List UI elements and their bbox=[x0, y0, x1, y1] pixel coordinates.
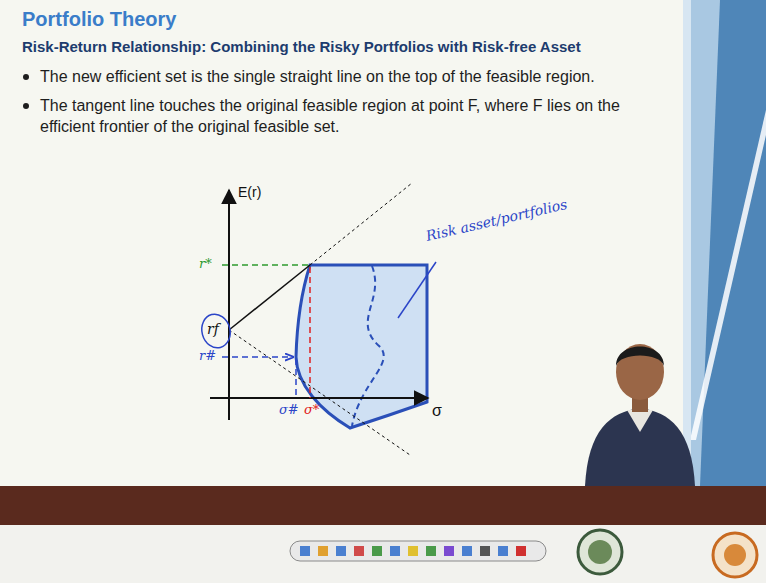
capital-allocation-line bbox=[229, 265, 310, 330]
r-hash-guide bbox=[222, 356, 293, 358]
bottom-bar bbox=[0, 486, 766, 525]
bullet-list: The new efficient set is the single stra… bbox=[22, 66, 677, 145]
bullet-dot bbox=[23, 74, 29, 80]
tool-icon bbox=[372, 546, 382, 556]
bullet-item: The tangent line touches the original fe… bbox=[22, 95, 677, 137]
leader-line bbox=[398, 262, 436, 318]
risk-label: σ# bbox=[279, 402, 299, 417]
risk-label: σ* bbox=[304, 402, 319, 417]
tool-icon bbox=[318, 546, 328, 556]
presenter-sweater bbox=[585, 408, 695, 486]
callout-label: Risk asset/portfolios bbox=[424, 196, 568, 244]
tool-icon bbox=[354, 546, 364, 556]
tool-icon bbox=[390, 546, 400, 556]
slide-title: Portfolio Theory bbox=[22, 8, 176, 31]
bullet-item: The new efficient set is the single stra… bbox=[22, 66, 677, 87]
slide-subtitle: Risk-Return Relationship: Combining the … bbox=[22, 38, 682, 55]
sigma-hash-guide bbox=[295, 359, 297, 398]
bullet-text: The tangent line touches the original fe… bbox=[40, 97, 620, 135]
lower-line bbox=[229, 330, 410, 455]
sigma-star-guide bbox=[309, 267, 311, 398]
tangent-extension bbox=[310, 183, 412, 265]
risk-free-label: rf bbox=[207, 321, 219, 337]
tool-icon bbox=[426, 546, 436, 556]
bullet-text: The new efficient set is the single stra… bbox=[40, 68, 595, 85]
r-star-guide bbox=[222, 264, 309, 266]
footer bbox=[0, 525, 766, 583]
return-label: r# bbox=[199, 348, 216, 363]
tool-icon bbox=[498, 546, 508, 556]
presenter bbox=[585, 344, 695, 486]
x-axis bbox=[210, 397, 428, 399]
institute-logo bbox=[578, 530, 622, 574]
nptel-logo bbox=[713, 533, 757, 577]
y-axis bbox=[228, 190, 230, 420]
tool-icon bbox=[462, 546, 472, 556]
institute-logo-core bbox=[588, 540, 612, 564]
bullet-dot bbox=[23, 103, 29, 109]
tool-icon bbox=[444, 546, 454, 556]
inner-frontier bbox=[352, 266, 384, 426]
side-band bbox=[683, 0, 766, 486]
axis-label: E(r) bbox=[238, 184, 261, 200]
return-label: r* bbox=[199, 256, 212, 271]
nptel-logo-core bbox=[724, 544, 746, 566]
side-band-stripe bbox=[690, 110, 766, 440]
rf-circle bbox=[198, 311, 234, 351]
presenter-head bbox=[616, 344, 664, 400]
tool-icon bbox=[336, 546, 346, 556]
presenter-hair bbox=[616, 347, 664, 367]
tool-icon bbox=[300, 546, 310, 556]
tool-icon bbox=[480, 546, 490, 556]
side-band-dark bbox=[700, 0, 766, 486]
side-band-edge bbox=[683, 0, 691, 486]
presenter-collar bbox=[627, 410, 653, 432]
toolbar bbox=[290, 541, 546, 561]
axis-label: σ bbox=[432, 402, 442, 420]
tool-icon bbox=[408, 546, 418, 556]
toolbar-icons bbox=[300, 546, 526, 556]
feasible-region bbox=[296, 265, 427, 428]
tool-icon bbox=[516, 546, 526, 556]
